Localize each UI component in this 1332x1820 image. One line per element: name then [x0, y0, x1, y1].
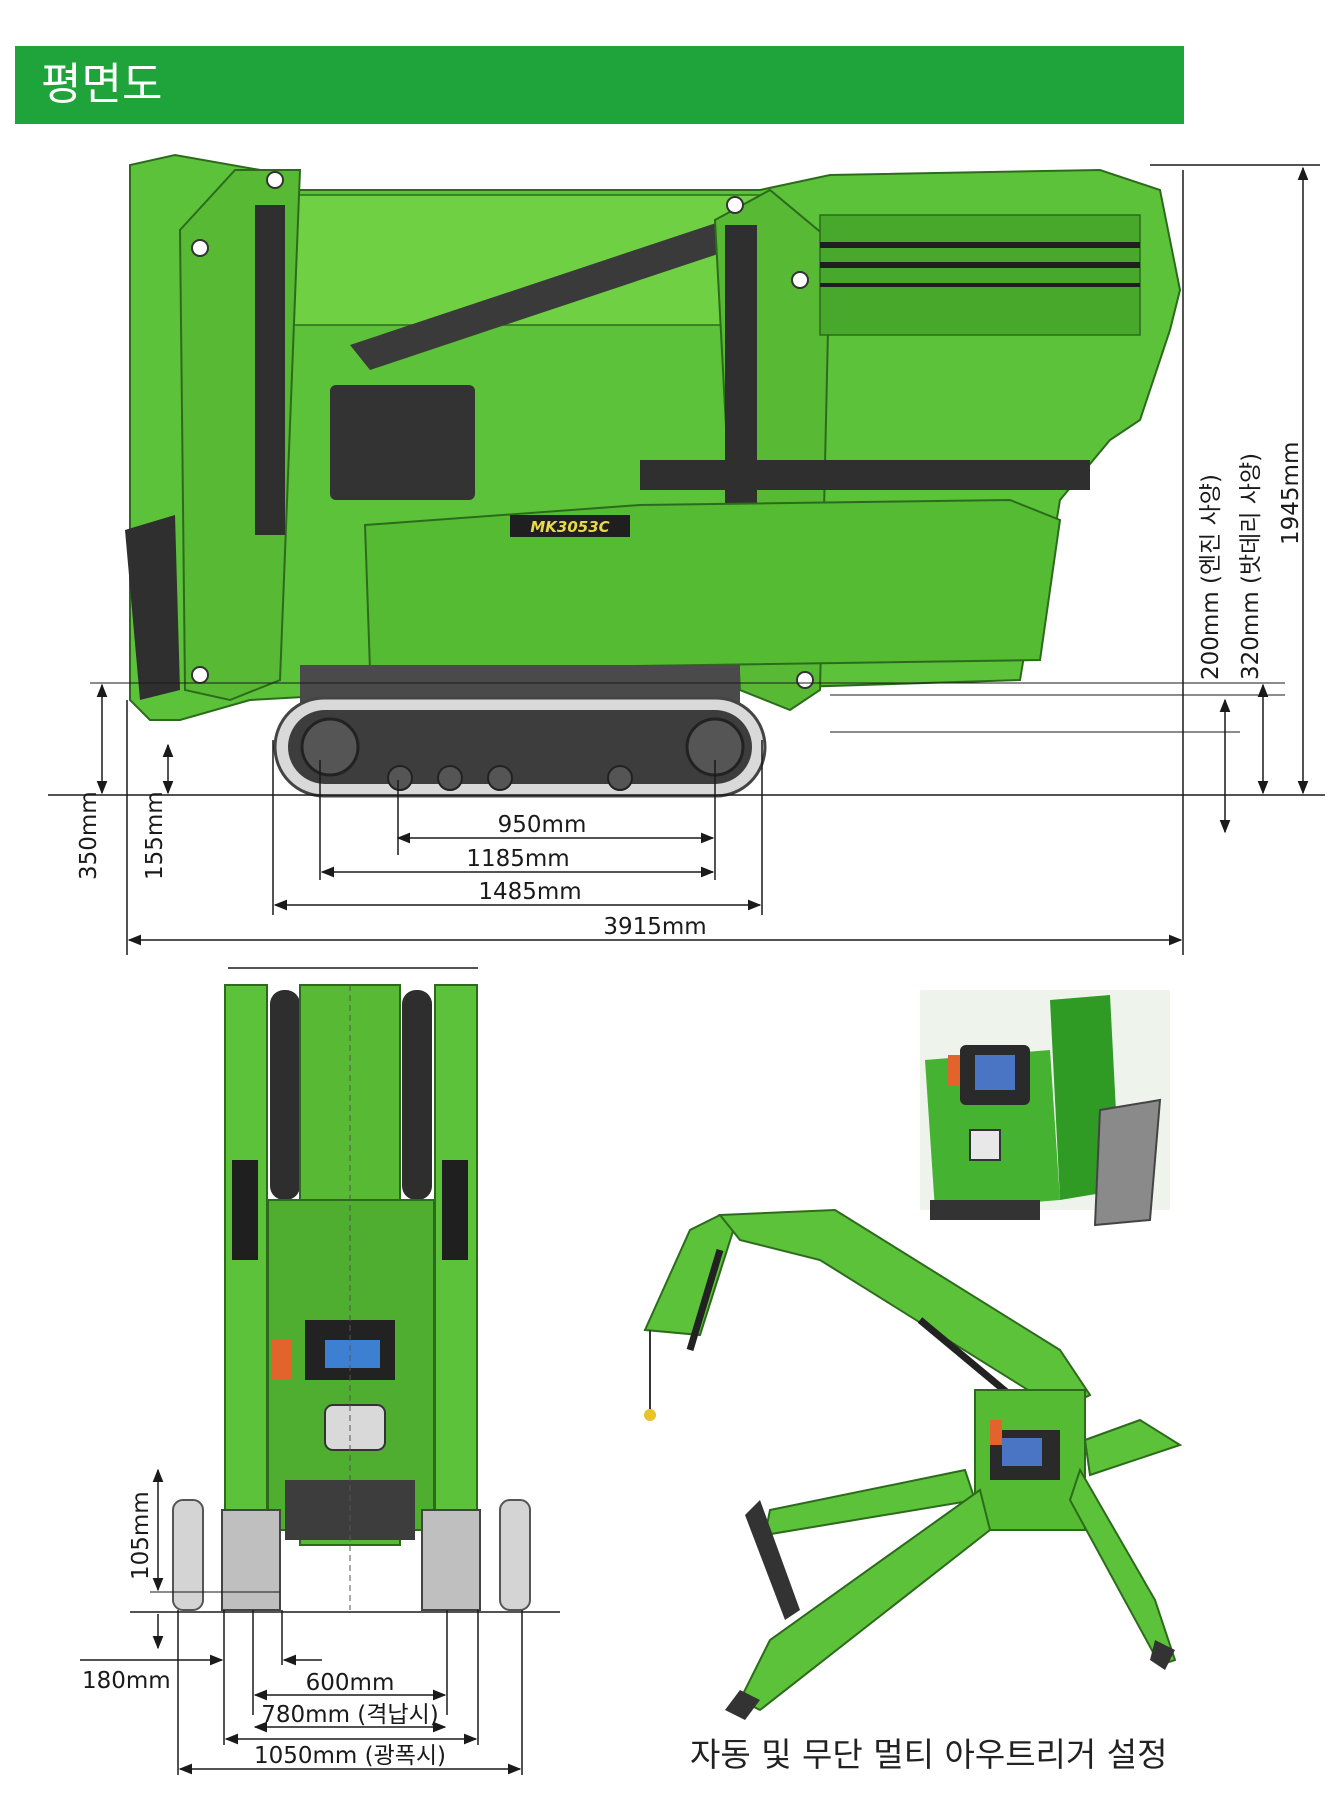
- dim-180: 180mm: [82, 1668, 171, 1694]
- front-view-machine: [172, 967, 531, 1611]
- side-view-machine: MK3053C: [125, 153, 1182, 721]
- dim-200: 200mm (엔진 사양): [1198, 474, 1224, 680]
- dim-1050: 1050mm (광폭시): [254, 1743, 446, 1769]
- side-crawler-track: [273, 665, 767, 798]
- dim-3915: 3915mm: [603, 914, 706, 940]
- control-panel-photo: [920, 990, 1170, 1227]
- section-title: 평면도: [41, 59, 163, 110]
- dim-350: 350mm: [76, 791, 102, 880]
- section-header: 평면도: [15, 46, 1184, 124]
- side-dimension-lines: [48, 164, 1325, 955]
- side-dimension-labels: 950mm 1185mm 1485mm 3915mm 350mm 155mm 2…: [76, 442, 1304, 940]
- dim-780: 780mm (격납시): [261, 1702, 438, 1728]
- dim-1185: 1185mm: [466, 846, 569, 872]
- spider-crane-photo: [643, 1208, 1183, 1720]
- dim-950: 950mm: [498, 812, 587, 838]
- dim-155: 155mm: [142, 791, 168, 880]
- model-badge: MK3053C: [530, 518, 609, 536]
- dim-320: 320mm (밧데리 사양): [1238, 453, 1264, 680]
- dim-600: 600mm: [306, 1670, 395, 1696]
- front-dimension-lines: [80, 1468, 560, 1775]
- front-dimension-labels: 105mm 180mm 600mm 780mm (격납시) 1050mm (광폭…: [82, 1491, 446, 1769]
- dim-105: 105mm: [128, 1491, 154, 1580]
- dim-1945: 1945mm: [1278, 442, 1304, 545]
- outrigger-caption: 자동 및 무단 멀티 아우트리거 설정: [690, 1735, 1168, 1774]
- dim-1485: 1485mm: [478, 879, 581, 905]
